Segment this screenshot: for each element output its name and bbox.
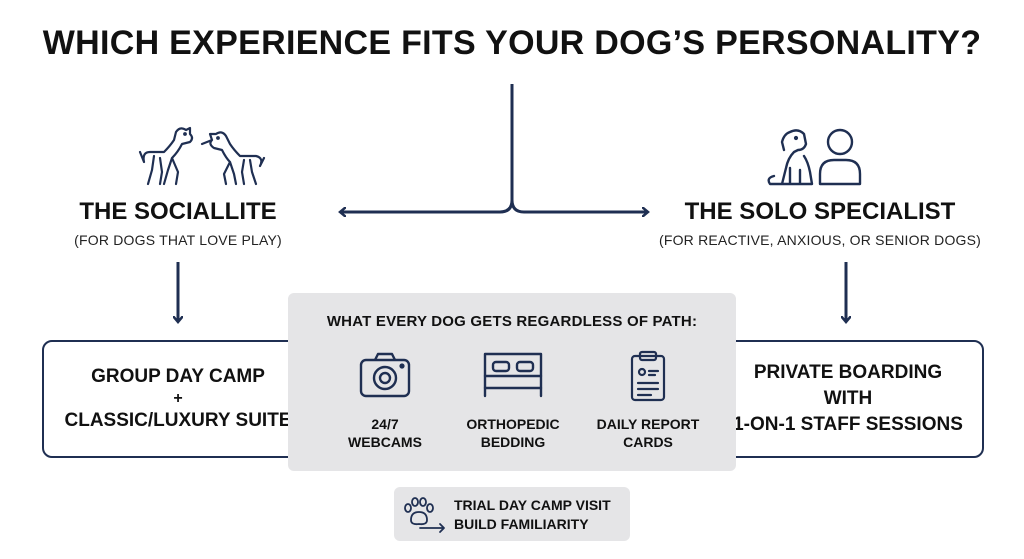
feature-webcams-line2: WEBCAMS: [348, 434, 422, 450]
left-outcome-line2: CLASSIC/LUXURY SUITE: [64, 410, 292, 431]
feature-bedding-line1: ORTHOPEDIC: [466, 416, 560, 432]
shared-features-panel: [288, 293, 736, 471]
page-title: WHICH EXPERIENCE FITS YOUR DOG’S PERSONA…: [42, 24, 982, 62]
feature-bedding-line2: BEDDING: [480, 434, 546, 450]
feature-report-cards-line2: CARDS: [623, 434, 673, 450]
bed-icon: [483, 352, 543, 398]
left-outcome-line1: GROUP DAY CAMP: [91, 366, 265, 387]
right-path-title: THE SOLO SPECIALIST: [684, 198, 956, 225]
stem-line: [340, 84, 514, 212]
right-outcome-line2: WITH: [823, 388, 873, 409]
left-path-title: THE SOCIALLITE: [79, 198, 277, 225]
right-outcome-box: PRIVATE BOARDING WITH 1-ON-1 STAFF SESSI…: [712, 340, 984, 458]
left-path-subtitle: (FOR DOGS THAT LOVE PLAY): [74, 232, 282, 248]
camera-icon: [359, 352, 411, 398]
feature-report-cards-line1: DAILY REPORT: [596, 416, 700, 432]
left-outcome-plus: +: [173, 390, 183, 407]
playing-dogs-icon: [138, 126, 266, 186]
feature-report-cards: DAILY REPORT CARDS: [583, 350, 713, 451]
right-outcome-line3: 1-ON-1 STAFF SESSIONS: [733, 414, 963, 435]
feature-webcams-line1: 24/7: [371, 416, 399, 432]
shared-features-heading: WHAT EVERY DOG GETS REGARDLESS OF PATH:: [326, 313, 698, 330]
paw-arrow-icon: [404, 497, 445, 533]
dog-and-person-icon: [767, 128, 862, 186]
feature-webcams: 24/7 WEBCAMS: [320, 350, 450, 451]
clipboard-icon: [630, 350, 666, 402]
right-path-subtitle: (FOR REACTIVE, ANXIOUS, OR SENIOR DOGS): [658, 232, 982, 248]
right-outcome-line1: PRIVATE BOARDING: [753, 362, 943, 383]
trial-line2: BUILD FAMILIARITY: [454, 516, 589, 532]
stem-line-right: [510, 199, 648, 212]
trial-visit-box: [394, 487, 630, 541]
trial-line1: TRIAL DAY CAMP VISIT: [454, 497, 611, 513]
left-outcome-box: GROUP DAY CAMP + CLASSIC/LUXURY SUITE: [42, 340, 314, 458]
feature-bedding: ORTHOPEDIC BEDDING: [448, 350, 578, 451]
